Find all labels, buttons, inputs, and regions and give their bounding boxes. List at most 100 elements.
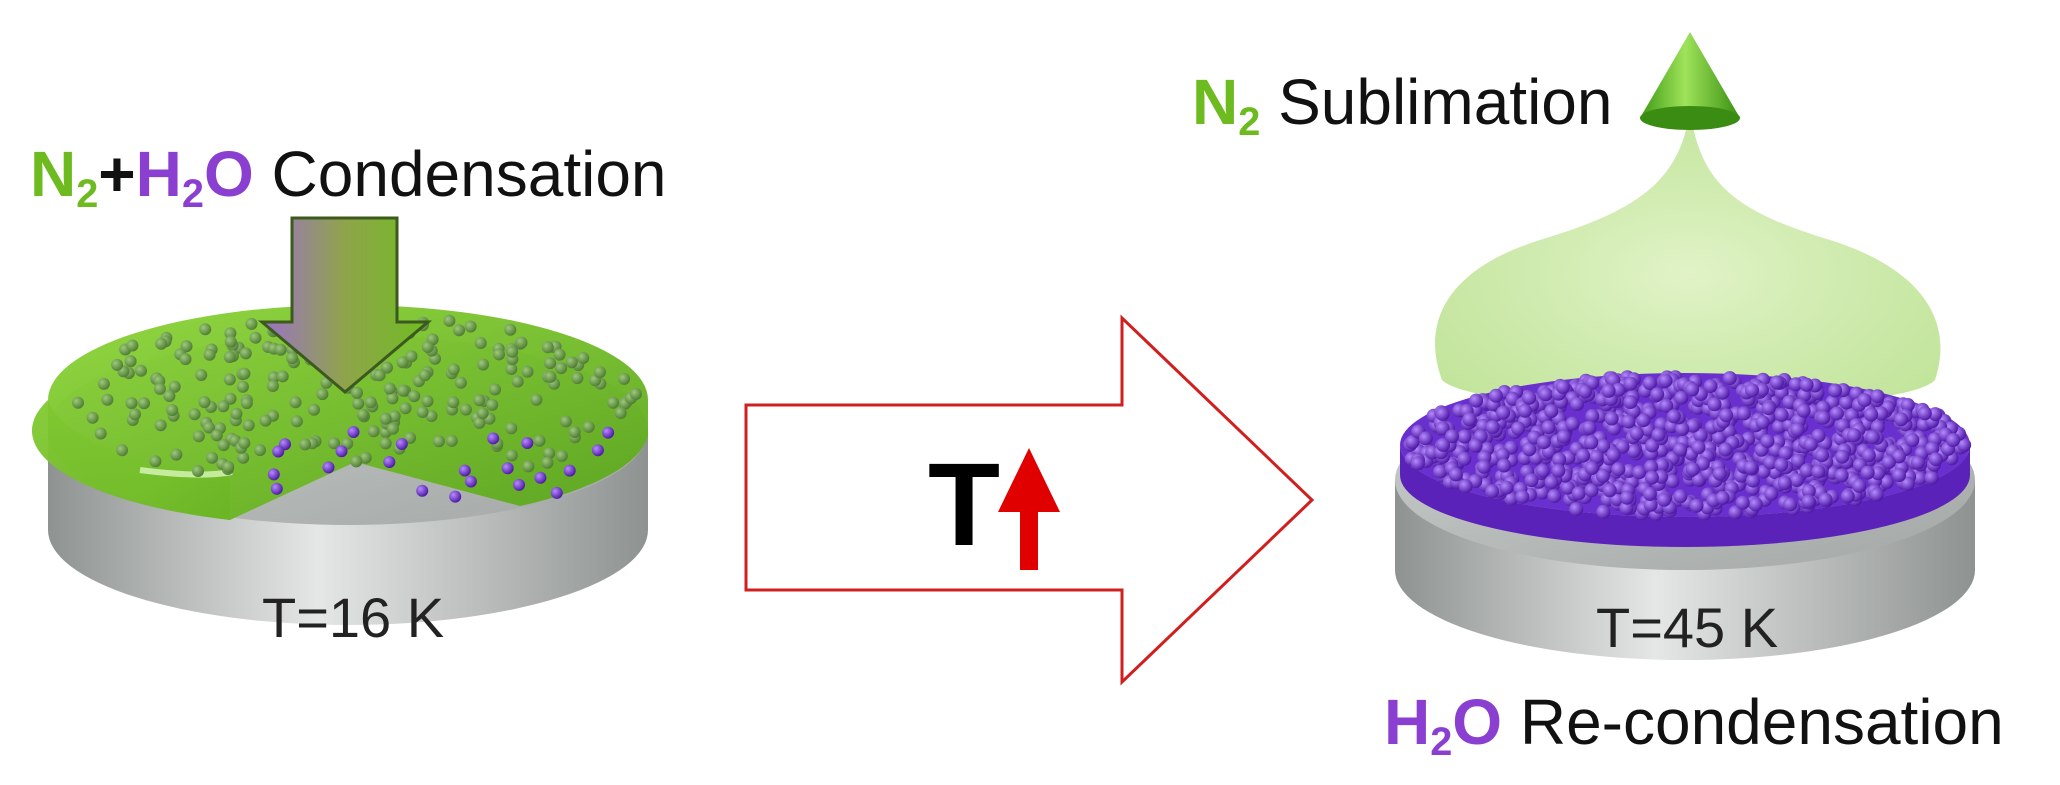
nitrogen-molecule bbox=[163, 390, 176, 402]
nitrogen-molecule bbox=[97, 377, 110, 390]
water-molecule bbox=[1632, 465, 1647, 480]
nitrogen-molecule bbox=[170, 448, 183, 461]
water-molecule bbox=[1622, 463, 1636, 478]
water-molecule bbox=[270, 482, 283, 495]
water-molecule bbox=[1894, 412, 1909, 427]
water-molecule bbox=[267, 468, 280, 481]
water-molecule bbox=[1829, 406, 1844, 421]
nitrogen-molecule bbox=[543, 447, 556, 460]
water-molecule bbox=[1869, 487, 1884, 502]
nitrogen-molecule bbox=[533, 434, 546, 447]
nitrogen-molecule bbox=[486, 398, 499, 411]
water-molecule bbox=[1522, 442, 1537, 457]
nitrogen-molecule bbox=[276, 370, 289, 383]
nitrogen-molecule bbox=[290, 415, 303, 428]
nitrogen-molecule bbox=[459, 403, 472, 416]
water-molecule bbox=[1748, 497, 1763, 512]
water-molecule bbox=[1666, 409, 1681, 424]
nitrogen-molecule bbox=[447, 363, 460, 376]
nitrogen-molecule bbox=[505, 449, 518, 462]
nitrogen-molecule bbox=[236, 380, 249, 393]
water-molecule bbox=[1511, 421, 1526, 436]
water-molecule bbox=[1707, 397, 1722, 412]
plus-sign: + bbox=[98, 138, 136, 210]
water-molecule bbox=[1755, 415, 1770, 430]
nitrogen-molecule bbox=[198, 396, 211, 409]
water-molecule bbox=[1783, 497, 1798, 512]
recondensation-word: Re-condensation bbox=[1519, 686, 2004, 758]
water-molecule bbox=[1518, 403, 1532, 418]
water-molecule bbox=[1565, 416, 1580, 431]
water-molecule bbox=[1576, 448, 1591, 463]
nitrogen-molecule bbox=[421, 395, 434, 408]
water-molecule bbox=[1790, 422, 1805, 437]
water-molecule bbox=[1655, 457, 1669, 472]
water-molecule bbox=[1870, 389, 1885, 404]
water-molecule bbox=[1650, 387, 1665, 402]
nitrogen-molecule bbox=[224, 327, 237, 340]
nitrogen-molecule bbox=[559, 415, 572, 428]
water-molecule bbox=[1584, 461, 1599, 476]
nitrogen-molecule bbox=[267, 371, 280, 384]
nitrogen-molecule bbox=[138, 397, 150, 410]
water-molecule bbox=[1796, 403, 1811, 418]
nitrogen-molecule bbox=[618, 372, 631, 385]
left-temperature: T=16 K bbox=[262, 586, 445, 649]
water-molecule bbox=[1719, 408, 1734, 423]
nitrogen-molecule bbox=[555, 449, 568, 462]
nitrogen-molecule bbox=[474, 337, 487, 349]
water-molecule bbox=[1418, 431, 1433, 446]
water-molecule bbox=[1703, 379, 1718, 394]
nitrogen-molecule bbox=[316, 388, 329, 401]
water-molecule bbox=[1659, 398, 1674, 413]
water-molecule bbox=[1811, 464, 1826, 479]
water-molecule bbox=[1555, 379, 1570, 394]
nitrogen-molecule bbox=[515, 336, 528, 349]
water-molecule bbox=[1665, 474, 1680, 489]
nitrogen-molecule bbox=[242, 419, 255, 432]
nitrogen-molecule bbox=[476, 407, 489, 420]
condensation-word: Condensation bbox=[271, 138, 667, 210]
nitrogen-molecule bbox=[541, 456, 554, 469]
water-molecule bbox=[1596, 504, 1611, 519]
water-molecule bbox=[1560, 480, 1575, 495]
condensation-arrow bbox=[257, 216, 433, 394]
nitrogen-molecule bbox=[386, 422, 399, 435]
water-molecule bbox=[1685, 462, 1700, 477]
nitrogen-molecule bbox=[405, 350, 418, 363]
nitrogen-molecule bbox=[328, 437, 340, 450]
water-molecule bbox=[1924, 470, 1939, 485]
water-molecule bbox=[1596, 439, 1611, 454]
water-molecule bbox=[1905, 433, 1920, 447]
water-molecule bbox=[1620, 490, 1634, 505]
water-molecule bbox=[1760, 434, 1775, 449]
water-molecule bbox=[501, 462, 514, 475]
water-molecule bbox=[1860, 465, 1875, 480]
water-molecule bbox=[591, 444, 604, 457]
right-ice-side bbox=[1400, 445, 1970, 547]
water-molecule bbox=[1457, 429, 1472, 444]
nitrogen-molecule bbox=[299, 438, 312, 451]
nitrogen-molecule bbox=[153, 382, 166, 395]
nitrogen-molecule bbox=[544, 370, 557, 383]
nitrogen-molecule bbox=[421, 341, 434, 353]
nitrogen-molecule bbox=[593, 366, 606, 379]
water-molecule bbox=[1445, 429, 1459, 444]
water-molecule bbox=[1879, 475, 1894, 489]
sublimation-plume-shape bbox=[1435, 110, 1941, 409]
nitrogen-molecule bbox=[116, 444, 129, 457]
nitrogen-molecule bbox=[254, 444, 266, 457]
water-molecule bbox=[534, 471, 547, 484]
water-molecule bbox=[1900, 476, 1915, 491]
water-molecule bbox=[1777, 476, 1792, 490]
water-molecule bbox=[1693, 428, 1708, 443]
water-molecule bbox=[395, 438, 408, 450]
nitrogen-molecule bbox=[210, 429, 223, 442]
sublimation-cone bbox=[1640, 32, 1740, 130]
nitrogen-molecule bbox=[237, 451, 250, 464]
nitrogen-molecule bbox=[432, 435, 445, 448]
nitrogen-molecule bbox=[308, 403, 320, 416]
water-molecule bbox=[1643, 497, 1658, 512]
nitrogen-molecule bbox=[240, 397, 253, 410]
